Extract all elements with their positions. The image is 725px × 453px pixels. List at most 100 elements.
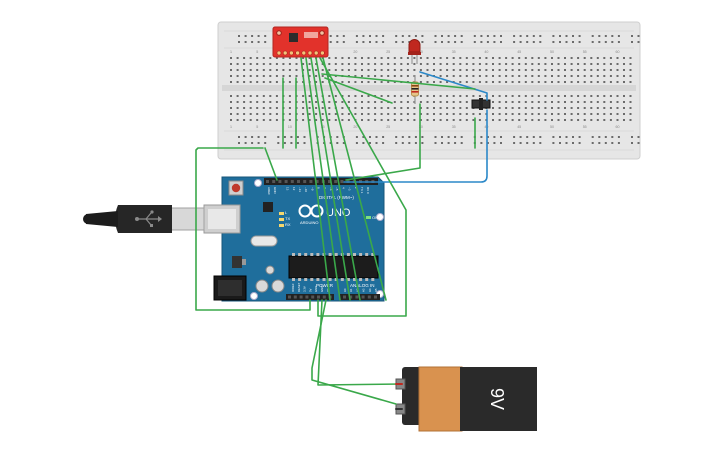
battery-body: [460, 367, 537, 431]
battery-9v[interactable]: 9V: [395, 366, 537, 432]
breadboard-hole: [354, 95, 357, 97]
breadboard-rail-hole: [486, 136, 489, 138]
breadboard-hole: [452, 69, 455, 71]
breadboard-hole: [275, 107, 278, 109]
wire-green-sensor-a1[interactable]: [305, 57, 341, 301]
breadboard-rail-hole: [283, 142, 286, 144]
breadboard-hole: [616, 81, 619, 83]
breadboard-hole: [380, 63, 383, 65]
breadboard-hole: [557, 119, 560, 121]
chip-pin: [334, 253, 338, 256]
digital-label: DIGITAL (PWM~): [319, 195, 354, 200]
breadboard-hole: [551, 75, 553, 77]
red-led[interactable]: [408, 39, 421, 65]
breadboard-hole: [537, 95, 540, 97]
breadboard-hole: [439, 107, 442, 109]
breadboard-hole: [295, 75, 298, 77]
breadboard-rail-hole: [264, 35, 267, 37]
reset-button[interactable]: [231, 183, 241, 193]
breadboard-hole: [387, 57, 390, 59]
chip-pin: [359, 278, 363, 281]
breadboard-rail-hole: [382, 142, 385, 144]
breadboard-hole: [406, 113, 409, 115]
breadboard-rail-hole: [532, 35, 535, 37]
usb-cable[interactable]: [83, 205, 205, 233]
wire-blue-button-top[interactable]: [419, 71, 488, 101]
breadboard-hole: [459, 63, 462, 65]
breadboard-hole: [583, 57, 586, 59]
breadboard-column-number: 60: [616, 50, 620, 54]
breadboard-hole: [328, 63, 331, 65]
breadboard-hole: [498, 63, 501, 65]
breadboard-hole: [387, 63, 390, 65]
wire-green-resistor-to-pin[interactable]: [345, 103, 421, 181]
power-pin-label: IOREF: [291, 283, 295, 292]
power-pin-hole: [322, 295, 326, 299]
breadboard-hole: [354, 75, 357, 77]
mount-hole: [250, 292, 258, 300]
breadboard-hole: [243, 57, 246, 59]
breadboard-hole: [288, 95, 291, 97]
wire-green-gnd-loop[interactable]: [195, 147, 311, 311]
breadboard-hole: [341, 119, 344, 121]
breadboard-hole: [537, 113, 540, 115]
breadboard-hole: [269, 113, 272, 115]
on-label: ON: [372, 215, 378, 220]
breadboard-rail-hole: [637, 41, 640, 43]
breadboard-hole: [596, 57, 599, 59]
power-pin-hole: [317, 295, 320, 299]
breadboard-hole: [472, 113, 475, 115]
breadboard-hole: [518, 119, 521, 121]
breadboard-rail-hole: [513, 41, 516, 43]
breadboard-hole: [472, 75, 475, 77]
analog-pin-label: A3: [362, 288, 366, 292]
breadboard-hole: [518, 107, 521, 109]
breadboard-hole: [282, 63, 285, 65]
digital-pin-label: ~6: [329, 187, 333, 191]
wire-green-gnd-battery[interactable]: [311, 299, 397, 405]
breadboard-hole: [439, 57, 442, 59]
breadboard-hole: [387, 107, 390, 109]
digital-pin-label: RX 0: [366, 187, 370, 194]
breadboard-hole: [492, 107, 494, 109]
breadboard-hole: [374, 107, 377, 109]
breadboard-hole: [564, 63, 566, 65]
wire-green-sensor-a2[interactable]: [310, 57, 351, 301]
breadboard-hole: [380, 75, 383, 77]
breadboard-hole: [341, 63, 344, 65]
digital-pin-label: 2: [354, 187, 358, 189]
wire-green-sensor-a0[interactable]: [300, 57, 331, 301]
power-pin-label: Vin: [326, 288, 330, 292]
wire-blue-button-to-pin2[interactable]: [343, 109, 488, 183]
breadboard-rail-hole: [532, 142, 535, 144]
breadboard-rail-hole: [637, 35, 640, 37]
breadboard-hole: [511, 113, 514, 115]
wire-green-col-to-digital[interactable]: [264, 147, 278, 181]
wire-green-rail-to-button[interactable]: [321, 73, 476, 90]
chip-pin: [328, 278, 332, 281]
breadboard-hole: [544, 69, 547, 71]
breadboard-column-number: 20: [353, 125, 357, 129]
wire-green-sensor-a3[interactable]: [315, 57, 361, 301]
breadboard-hole: [256, 95, 259, 97]
resistor[interactable]: [411, 75, 419, 104]
breadboard-hole: [511, 107, 514, 109]
breadboard-hole: [623, 63, 625, 65]
breadboard-hole: [275, 63, 278, 65]
breadboard-hole: [472, 57, 475, 59]
wire-green-sensor-diag[interactable]: [324, 77, 393, 104]
wire-green-vin-battery[interactable]: [317, 299, 403, 386]
pushbutton[interactable]: [471, 98, 491, 110]
breadboard-rail-hole: [329, 41, 332, 43]
breadboard-hole: [590, 95, 593, 97]
sensor-breakout-board[interactable]: [272, 26, 329, 58]
chip-pin: [292, 278, 295, 281]
breadboard-hole: [590, 81, 593, 83]
breadboard-hole: [492, 57, 494, 59]
wire-green-sensor-to-power[interactable]: [317, 57, 407, 317]
breadboard-hole: [446, 81, 449, 83]
breadboard-hole: [361, 81, 363, 83]
breadboard-hole: [531, 75, 534, 77]
breadboard-hole: [334, 57, 337, 59]
breadboard-hole: [302, 63, 305, 65]
